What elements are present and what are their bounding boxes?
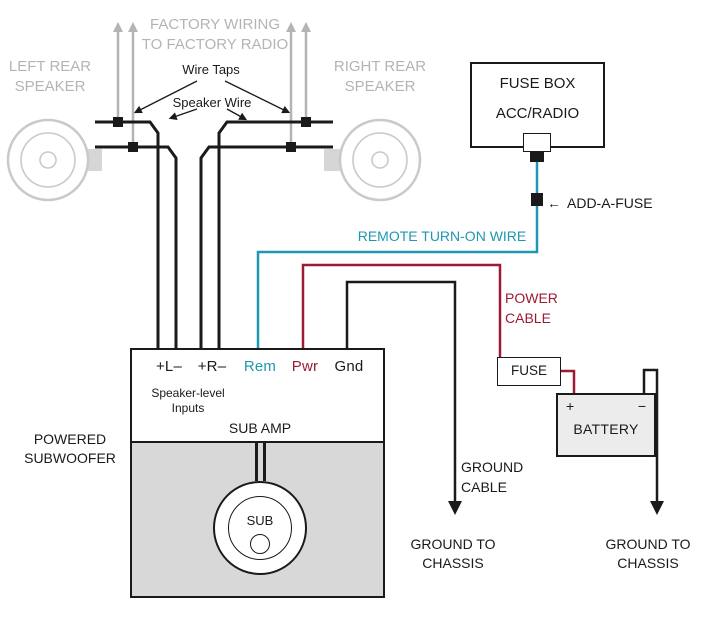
ground-cable-label: GROUND CABLE: [461, 459, 524, 495]
ground-cable-wire: [345, 280, 462, 515]
subwoofer-enclosure: SUB: [130, 443, 385, 598]
fuse-tap-icon: [530, 151, 544, 162]
right-rear-speaker-icon: [324, 118, 422, 202]
inline-fuse-box: FUSE: [497, 357, 561, 386]
power-cable-label: POWER CABLE: [505, 290, 558, 326]
left-arrow-icon: ←: [547, 195, 561, 212]
add-a-fuse-text: ADD-A-FUSE: [567, 195, 653, 212]
terminal-left-input: +L–: [155, 358, 183, 375]
power-cable-wire: [301, 263, 576, 395]
label-arrows: [133, 80, 291, 121]
powered-subwoofer-label: POWERED SUBWOOFER: [24, 431, 116, 466]
wire-tap-icons: [113, 117, 311, 152]
fuse-box-title: FUSE BOX: [499, 75, 576, 92]
left-rear-speaker-label: LEFT REAR SPEAKER: [8, 58, 92, 95]
sub-dust-cap-icon: [250, 534, 270, 554]
sub-amp-label: SUB AMP: [228, 420, 292, 436]
ground-to-chassis-right-label: GROUND TO CHASSIS: [605, 536, 691, 571]
speaker-wire-label: Speaker Wire: [172, 95, 252, 110]
terminal-right-input: +R–: [197, 358, 227, 375]
battery-plus-terminal: +: [566, 398, 575, 414]
factory-wiring-arrows: [113, 22, 311, 147]
wire-taps-label: Wire Taps: [182, 62, 240, 77]
fuse-box-slot-label: ACC/RADIO: [495, 105, 580, 122]
ground-to-chassis-left-label: GROUND TO CHASSIS: [410, 536, 496, 571]
sub-cone-icon: [228, 496, 292, 560]
speaker-wires: [95, 120, 333, 350]
fuse-holder-icon: [523, 133, 551, 152]
terminal-power: Pwr: [291, 358, 319, 375]
subwoofer-driver-icon: SUB: [213, 481, 307, 575]
add-a-fuse-icon: [531, 193, 543, 206]
right-rear-speaker-label: RIGHT REAR SPEAKER: [333, 58, 427, 95]
terminal-remote: Rem: [243, 358, 277, 375]
sub-amp-box: +L– +R– Rem Pwr Gnd Speaker-level Inputs…: [130, 348, 385, 443]
battery-minus-terminal: −: [637, 398, 646, 414]
remote-turn-on-label: REMOTE TURN-ON WIRE: [357, 228, 527, 244]
add-a-fuse-label: ← ADD-A-FUSE: [547, 176, 653, 212]
terminal-ground: Gnd: [334, 358, 364, 375]
speaker-level-inputs-label: Speaker-level Inputs: [151, 386, 225, 415]
left-rear-speaker-icon: [6, 118, 102, 202]
battery-box: + − BATTERY: [556, 393, 656, 457]
sub-lead-wire: [263, 443, 266, 481]
battery-label: BATTERY: [573, 421, 639, 437]
sub-lead-wire: [255, 443, 258, 481]
sub-label: SUB: [246, 513, 274, 528]
factory-wiring-label: FACTORY WIRING TO FACTORY RADIO: [141, 16, 289, 53]
battery-ground-wire: [642, 368, 664, 515]
